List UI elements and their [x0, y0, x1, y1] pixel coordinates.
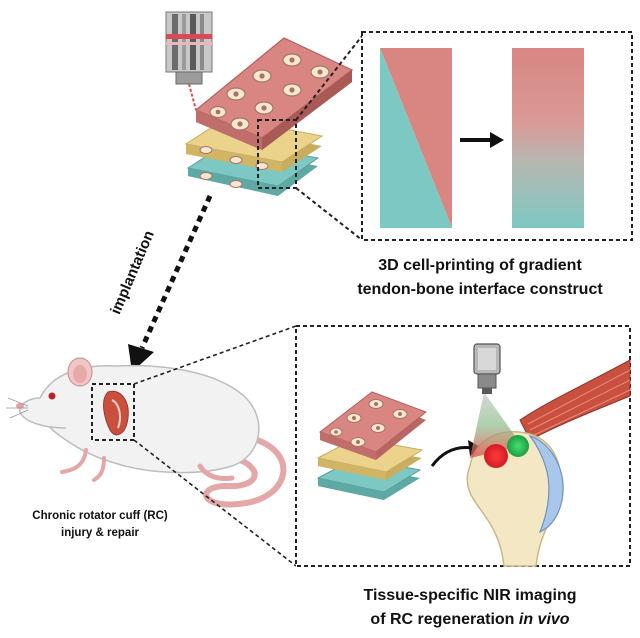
caption-bottom-line2-italic: in vivo	[518, 611, 570, 628]
caption-bottom-line1: Tissue-specific NIR imaging	[363, 587, 577, 604]
implant-construct	[316, 391, 428, 500]
caption-mouse-line1: Chronic rotator cuff (RC)	[32, 510, 168, 522]
caption-bottom-line2: of RC regeneration in vivo	[320, 608, 620, 632]
caption-nir-imaging: Tissue-specific NIR imaging of RC regene…	[320, 584, 620, 632]
right-arrow-icon	[460, 132, 504, 148]
muscle-tendon	[519, 359, 631, 441]
printed-construct-top	[184, 37, 354, 196]
caption-mouse-line2: injury & repair	[61, 527, 139, 539]
caption-top-line1: 3D cell-printing of gradient	[378, 257, 582, 274]
caption-bottom-line2-prefix: of RC regeneration	[370, 611, 519, 628]
caption-3d-printing: 3D cell-printing of gradient tendon-bone…	[330, 254, 630, 302]
mouse-illustration	[6, 357, 287, 508]
shoulder-focus-box	[91, 383, 135, 441]
implantation-arrow	[128, 194, 213, 372]
opposing-triangles	[380, 48, 452, 228]
printer-nozzle-icon	[165, 11, 213, 111]
caption-mouse-model: Chronic rotator cuff (RC) injury & repai…	[0, 508, 200, 542]
nir-green-signal	[507, 435, 529, 457]
gradient-bar	[512, 48, 584, 228]
zoom-region-box	[257, 119, 297, 189]
nir-red-signal	[484, 444, 508, 468]
caption-top-line2: tendon-bone interface construct	[357, 281, 603, 298]
